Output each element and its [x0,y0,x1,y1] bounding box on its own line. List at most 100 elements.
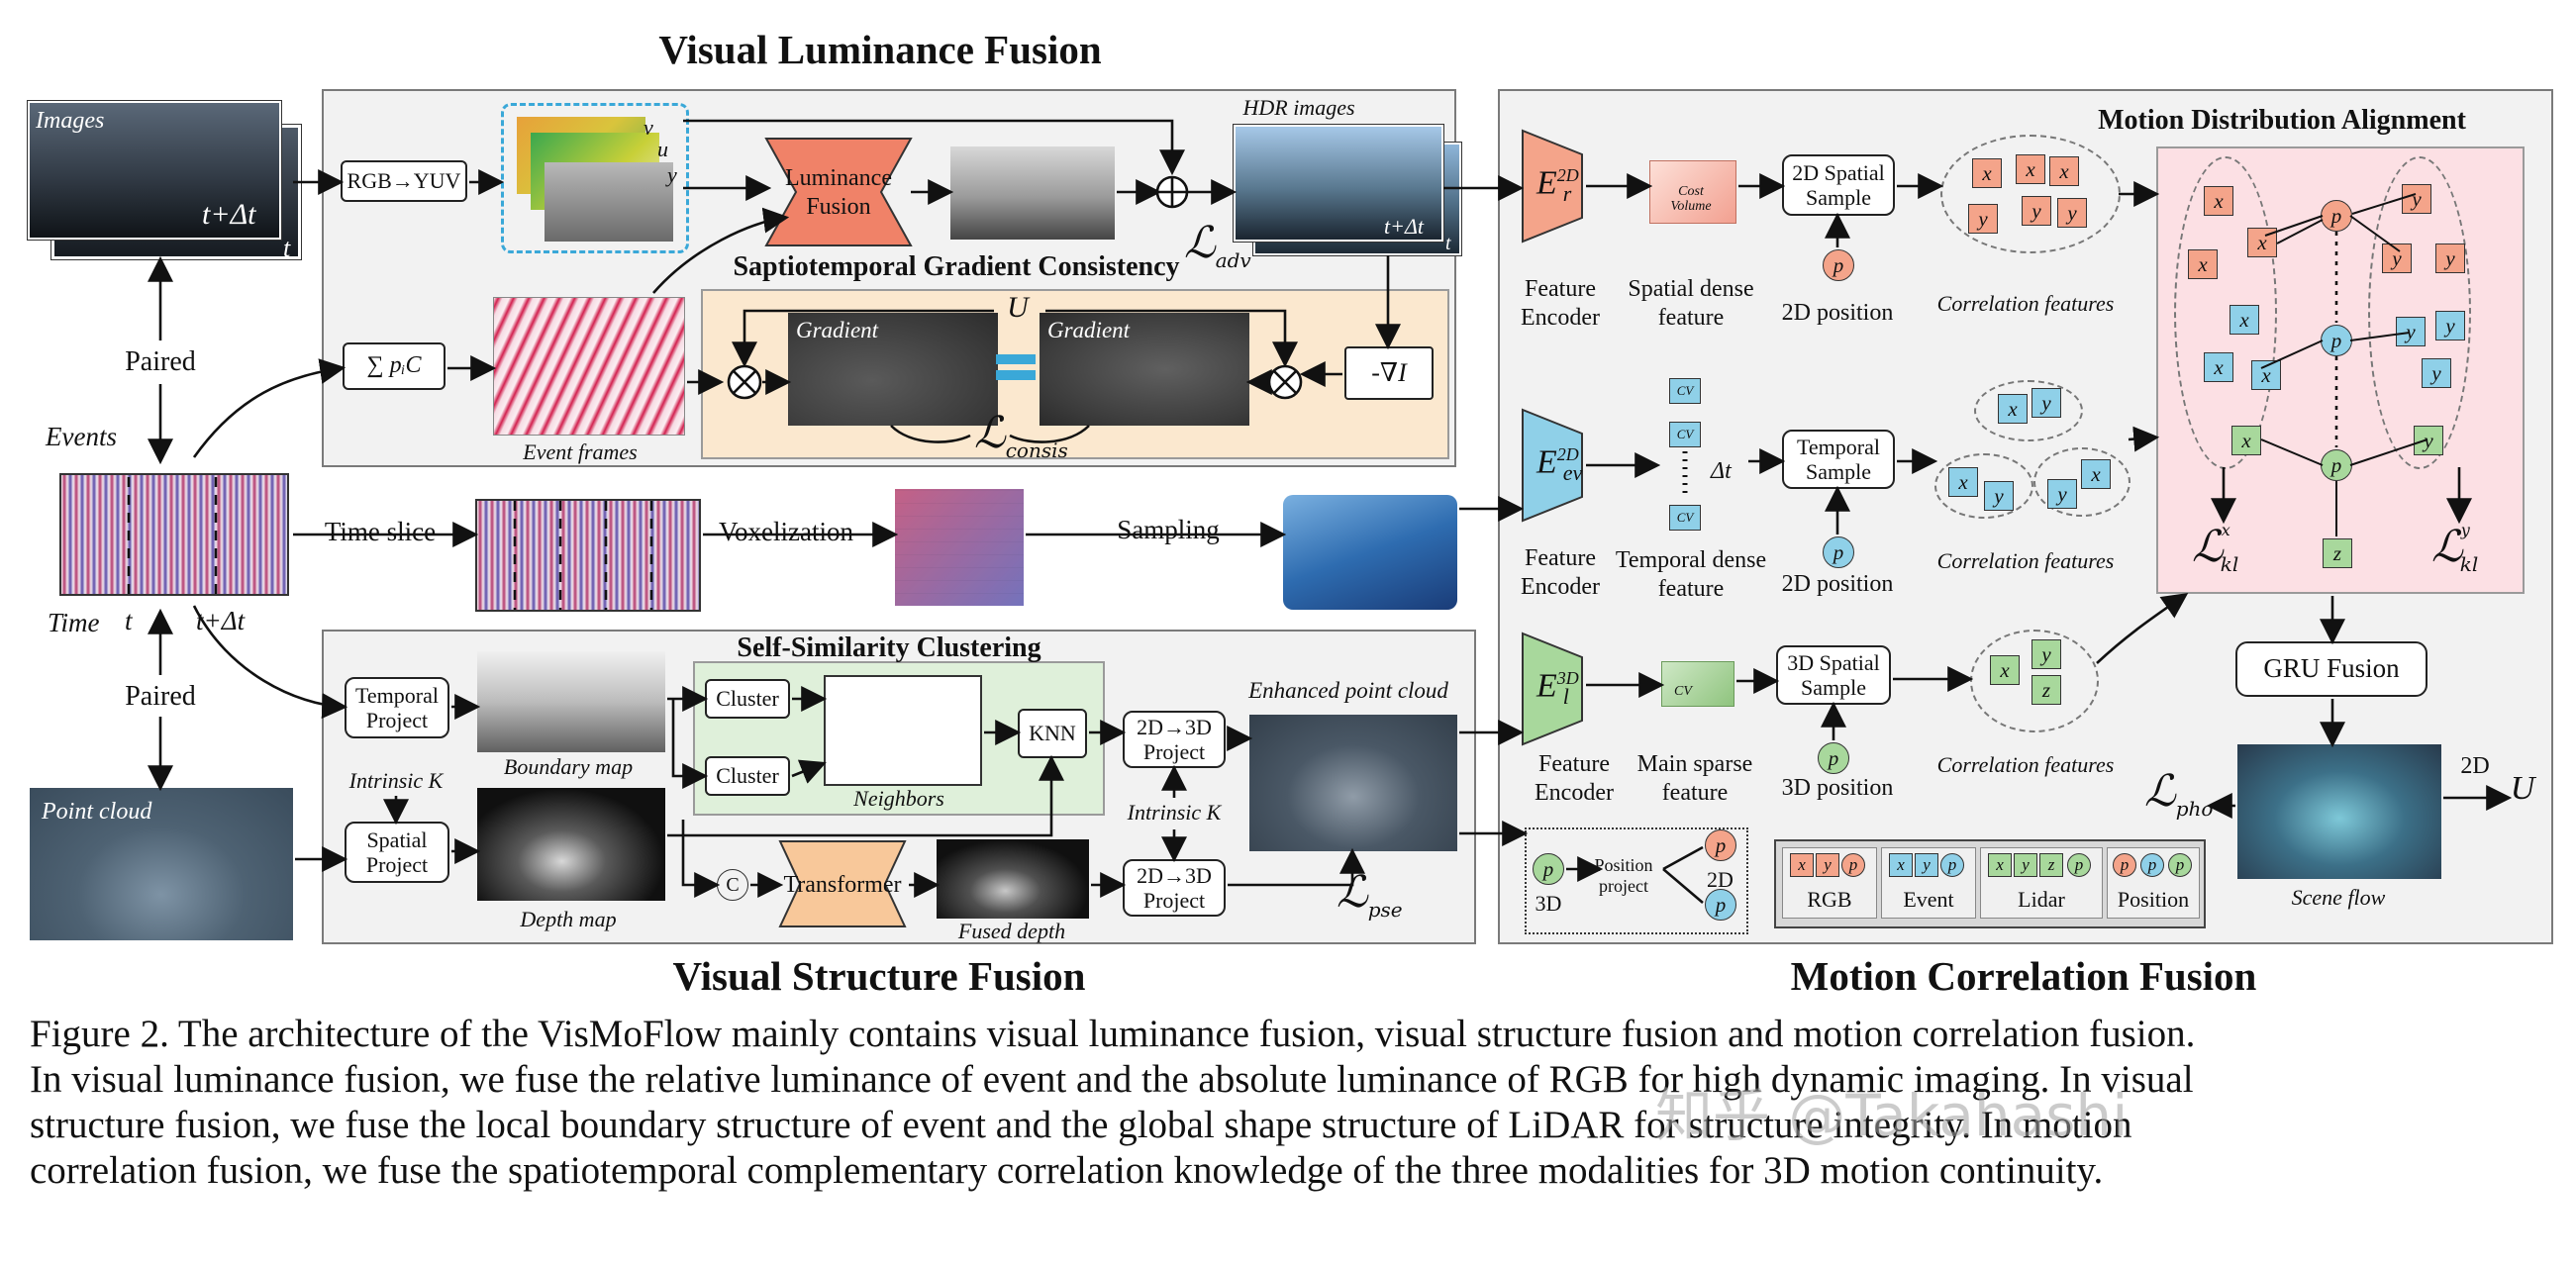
event-chip-x-3: x [2081,459,2111,489]
align-chip-y-4: y [2396,317,2426,346]
point-cloud-image [30,788,293,940]
figure-caption: Figure 2. The architecture of the VisMoF… [30,1012,2544,1194]
negative-gradient-box: -∇I [1344,346,1434,400]
transformer-label: Transformer [783,872,902,898]
motion-section-title: Motion Correlation Fusion [1790,953,2257,999]
wire-events-to-sum [192,358,347,458]
paired-bottom-label: Paired [125,681,196,712]
gradient-title: Saptiotemporal Gradient Consistency [733,251,1180,282]
wire-corr-2-to-align [2128,426,2160,452]
loss-kl-x-sub: kl [2220,551,2239,576]
transformer-shape [778,840,907,927]
correlation-ellipse-2b [1934,453,2033,519]
event-chip-y-2: y [1984,481,2014,511]
align-chip-x-4: x [2229,305,2259,335]
loss-pse: ℒpse [1337,867,1403,922]
caption-line-3: structure fusion, we fuse the local boun… [30,1104,2132,1146]
rgb-chip-y-1: y [1968,204,1998,234]
legend-position-p-lidar: p [2168,853,2192,877]
lidar-encoder-shape [1522,632,1583,746]
sliced-events [475,499,701,612]
event-frames-image [493,297,685,436]
fused-depth-image [937,839,1089,919]
loss-consis-subscript: consis [1005,438,1068,462]
gradient-image-b [1040,313,1249,426]
loss-kl-x: ℒxkl [2192,521,2239,576]
legend-rgb-label: RGB [1807,887,1852,912]
align-chip-x-3: x [2247,228,2277,257]
cost-volume-cube [1649,160,1736,224]
loss-kl-y-sup: y [2460,521,2470,539]
alignment-ellipse-left [2174,156,2277,469]
intrinsic-k-right-label: Intrinsic K [1127,800,1222,825]
sampled-voxels [1283,495,1457,610]
output-u-label: U [2510,770,2535,807]
wire-u-right [1045,309,1298,368]
cost-volume-label: Cost Volume [1670,184,1712,215]
consis-bracket [890,425,1090,443]
event-frames-label: Event frames [523,439,638,464]
align-chip-x-5: x [2204,352,2233,382]
caption-line-1: Figure 2. The architecture of the VisMoF… [30,1013,2196,1055]
event-encoder-shape [1522,408,1583,523]
event-encoder-label: E2Dev [1536,443,1583,486]
loss-pho-subscript: pho [2175,796,2214,821]
align-chip-y-3: y [2435,243,2465,273]
feature-encoder-label-2: Feature Encoder [1521,545,1600,600]
yuv-y-channel [545,162,673,242]
event-chip-x-2: x [1948,467,1978,497]
inset-3d-label: 3D [1535,891,1562,916]
equals-bar-top [996,354,1036,364]
depth-map-image [477,788,665,901]
project-2d-3d-top-box: 2D→3D Project [1123,711,1226,768]
image-time-label: t+Δt [202,198,256,231]
loss-kl-y-sub: kl [2459,551,2479,576]
events-label: Events [46,422,117,451]
correlation-ellipse-2a [1974,380,2083,441]
legend-lidar-label: Lidar [2018,887,2065,912]
scene-flow-label: Scene flow [2291,885,2386,910]
temporal-dense-label: Temporal dense feature [1615,547,1767,602]
align-chip-x-1: x [2204,186,2233,216]
hdr-image-front [1234,125,1443,242]
boundary-map-label: Boundary map [503,754,634,779]
position-projection-inset [1525,827,1748,934]
loss-pho: ℒpho [2144,766,2214,821]
inset-p-rgb: p [1705,829,1736,861]
cv-chip-1: CV [1669,378,1701,404]
neighbors-graph [824,675,982,786]
rgb-encoder-sup: 2D [1556,165,1579,185]
sparse-cv-label: CV [1674,684,1692,699]
lidar-chip-z: z [2031,675,2061,705]
u-label: U [1007,291,1029,324]
time-label: Time [48,608,100,637]
align-edges [2260,193,2428,536]
legend-lidar-x: x [1988,853,2012,877]
position-2d-node-2: p [1823,536,1854,568]
legend-event-p: p [1940,853,1964,877]
align-chip-z: z [2323,538,2352,568]
delta-t-label: Δt [1711,458,1732,484]
rgb-to-yuv-box: RGB→YUV [341,160,467,202]
image-frame-front [28,101,281,240]
neighbors-label: Neighbors [853,786,944,811]
luminance-fusion-shape [764,138,913,246]
correlation-label-3: Correlation features [1936,752,2115,777]
cv-chip-3: CV [1669,505,1701,531]
knn-box: KNN [1018,709,1087,758]
spatial-dense-label: Spatial dense feature [1628,276,1754,331]
inset-p-event: p [1705,889,1736,921]
wire-corr-3-to-align [2096,593,2189,664]
fused-depth-label: Fused depth [957,919,1066,943]
sparse-feature-block [1661,661,1734,707]
event-volume [59,473,289,596]
wire-depth-to-knn [667,754,1064,837]
point-cloud-label: Point cloud [42,799,152,825]
legend-event-y: y [1915,853,1938,877]
fused-luminance-image [950,146,1115,240]
position-2d-label-1: 2D position [1781,300,1894,326]
wire-v-bypass [683,119,1185,176]
project-2d-3d-bottom-box: 2D→3D Project [1123,859,1226,917]
